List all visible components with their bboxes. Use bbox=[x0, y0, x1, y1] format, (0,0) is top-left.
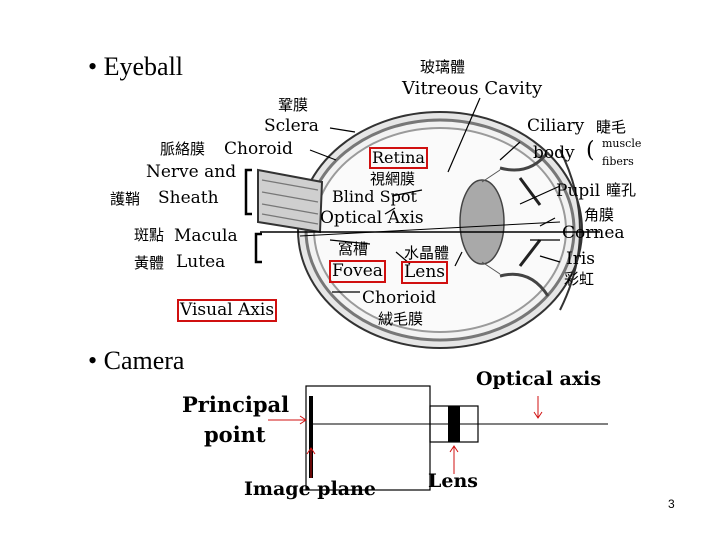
label-sheath: Sheath bbox=[158, 188, 219, 208]
nerve-fibers bbox=[261, 179, 319, 225]
label-ciliary-zh: 睫毛 bbox=[596, 118, 627, 136]
camera-red-arrows bbox=[268, 396, 543, 478]
label-lutea-zh: 黃體 bbox=[134, 254, 165, 272]
macula-bracket bbox=[254, 232, 262, 264]
label-cornea: Cornea bbox=[562, 223, 625, 243]
lens-shape bbox=[459, 179, 505, 265]
label-sclera: Sclera bbox=[264, 116, 319, 136]
label-visual-axis: Visual Axis bbox=[176, 299, 278, 322]
label-sclera-zh: 鞏膜 bbox=[278, 96, 309, 114]
label-chorioid-zh: 絨毛膜 bbox=[378, 310, 424, 328]
label-pupil: Pupil bbox=[556, 181, 601, 201]
label-macula: Macula bbox=[174, 226, 238, 246]
label-fovea-zh: 窩槽 bbox=[338, 240, 369, 258]
image-plane bbox=[309, 396, 313, 478]
ciliary-body-shape bbox=[499, 151, 550, 297]
label-cornea-zh: 角膜 bbox=[584, 206, 615, 224]
nerve-sheath-bracket bbox=[244, 168, 252, 216]
label-choroid-zh: 脈絡膜 bbox=[160, 140, 206, 158]
label-fibers: fibers bbox=[602, 155, 634, 168]
label-muscle: muscle bbox=[602, 137, 642, 150]
label-blind-spot: Blind Spot bbox=[332, 187, 417, 206]
page-number: 3 bbox=[668, 497, 675, 511]
label-vitreous: Vitreous Cavity bbox=[402, 78, 543, 99]
iris-shape bbox=[518, 177, 542, 267]
label-optical-axis: Optical Axis bbox=[320, 208, 424, 228]
camera-heading: Camera bbox=[103, 346, 185, 375]
eye-pointer-arrows bbox=[309, 97, 561, 293]
label-iris: Iris bbox=[566, 249, 596, 269]
label-lutea: Lutea bbox=[176, 252, 226, 272]
camera-body bbox=[305, 385, 431, 491]
camera-label-optical-axis: Optical axis bbox=[476, 368, 602, 390]
label-lens: Lens bbox=[400, 261, 449, 284]
label-iris-zh: 彩虹 bbox=[564, 270, 595, 288]
label-pupil-zh: 瞳孔 bbox=[606, 181, 637, 199]
label-macula-zh: 斑點 bbox=[134, 226, 165, 244]
zonule-lines bbox=[481, 169, 501, 275]
label-body: body bbox=[533, 143, 575, 163]
label-ciliary: Ciliary bbox=[527, 116, 585, 136]
label-body-brace: ( bbox=[586, 138, 595, 163]
label-retina: Retina bbox=[369, 147, 428, 169]
bullet-marker: • bbox=[88, 346, 98, 375]
bullet-marker: • bbox=[88, 52, 98, 81]
cornea-shape bbox=[559, 149, 581, 311]
camera-label-lens: Lens bbox=[428, 470, 478, 492]
label-sheath-zh: 護鞘 bbox=[110, 190, 141, 208]
camera-bullet: • Camera bbox=[88, 346, 184, 376]
label-fovea: Fovea bbox=[329, 260, 386, 283]
visual-axis-line bbox=[299, 221, 561, 237]
label-lens-zh: 水晶體 bbox=[404, 244, 450, 262]
eyeball-bullet: • Eyeball bbox=[88, 52, 183, 82]
label-vitreous-zh: 玻璃體 bbox=[420, 58, 466, 76]
label-choroid: Choroid bbox=[224, 139, 293, 159]
label-nerve: Nerve and bbox=[146, 162, 237, 182]
eyeball-heading: Eyeball bbox=[103, 52, 184, 81]
camera-label-principal: Principal bbox=[182, 392, 290, 417]
camera-label-point: point bbox=[204, 422, 266, 447]
label-chorioid: Chorioid bbox=[362, 288, 437, 308]
camera-label-image-plane: Image plane bbox=[244, 478, 377, 500]
label-retina-zh: 視網膜 bbox=[370, 170, 416, 188]
